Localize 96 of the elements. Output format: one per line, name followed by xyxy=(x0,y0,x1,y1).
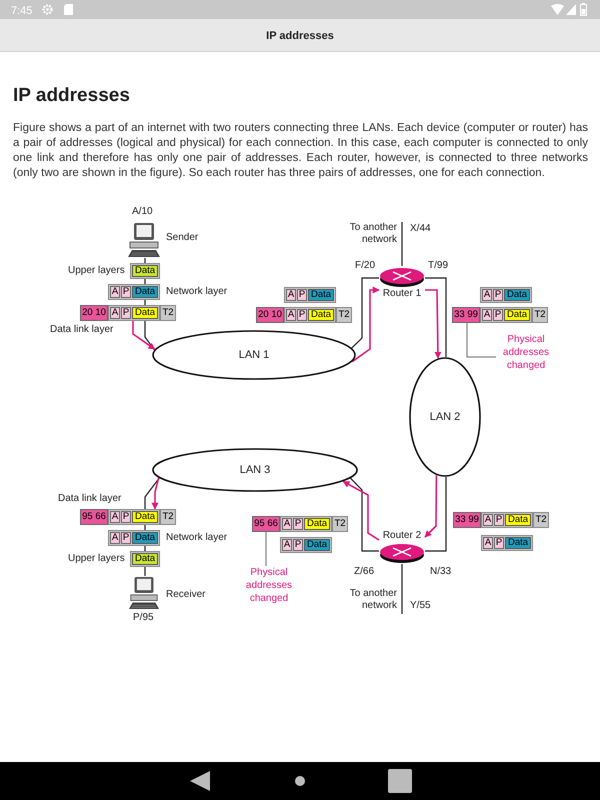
address-cell: 20 10 xyxy=(80,305,108,321)
address-cell: 33 99 xyxy=(453,512,481,528)
computer-icon xyxy=(126,576,162,610)
trailer-cell: T2 xyxy=(532,307,548,323)
trailer-cell: T2 xyxy=(336,307,352,323)
data-cell: Data xyxy=(505,514,531,526)
header-cell: A xyxy=(483,537,493,549)
link-line xyxy=(425,277,447,357)
header-cell: P xyxy=(297,309,307,321)
annotation-label: Sender xyxy=(166,232,198,244)
header-cell: P xyxy=(494,514,504,526)
data-cell: Data xyxy=(132,511,158,523)
data-cell: Data xyxy=(504,289,530,301)
annotation-label: F/20 xyxy=(355,260,376,272)
flow-arrow xyxy=(152,478,160,510)
link-line xyxy=(401,564,403,614)
trailer-cell: T2 xyxy=(533,512,549,528)
flow-arrow xyxy=(424,475,438,538)
header-cell: A xyxy=(110,307,120,319)
computer-icon xyxy=(126,222,162,258)
data-cell: Data xyxy=(132,553,158,565)
header-cell: P xyxy=(121,286,131,298)
header-cell: A xyxy=(286,309,296,321)
link-line xyxy=(401,222,403,266)
data-cell: Data xyxy=(505,537,531,549)
flow-arrow xyxy=(342,480,380,541)
annotation-label: N/33 xyxy=(430,566,452,578)
annotation-label: P/95 xyxy=(133,612,154,624)
annotation-label: Receiver xyxy=(166,589,206,601)
data-cell: Data xyxy=(132,307,158,319)
page-heading: IP addresses xyxy=(13,84,130,108)
lan-label: LAN 2 xyxy=(430,410,460,425)
header-cell: P xyxy=(121,307,131,319)
header-cell: A xyxy=(282,539,292,551)
body-paragraph: Figure shows a part of an internet with two routers connecting three LANs. Each device (computer or router) has a pair of addresses (logical and physical) for each connection. In this case, each computer is connected to only one link and therefore has only one pair of addresses. Each router, however, is connected to three networks (only two are shown in the figure). So each router has three pairs of addresses, one for each connection. xyxy=(13,121,588,181)
router-label: Router 1 xyxy=(382,288,422,300)
annotation-label: X/44 xyxy=(410,223,431,235)
address-cell: 33 99 xyxy=(452,307,480,323)
header-cell: P xyxy=(293,518,303,530)
leader-line xyxy=(466,323,496,358)
data-cell: Data xyxy=(132,286,158,298)
flow-arrow xyxy=(425,289,442,359)
app-bar-title: IP addresses xyxy=(265,29,335,44)
trailer-cell: T2 xyxy=(160,509,176,525)
header-cell: P xyxy=(297,289,307,301)
header-cell: P xyxy=(493,289,503,301)
header-cell: A xyxy=(110,511,120,523)
data-cell: Data xyxy=(504,309,530,321)
header-cell: A xyxy=(110,286,120,298)
annotation-label: Network layer xyxy=(166,286,228,298)
annotation-label: To another network xyxy=(346,222,402,246)
header-cell: P xyxy=(493,309,503,321)
flow-arrow xyxy=(352,286,380,362)
header-cell: P xyxy=(494,537,504,549)
data-cell: Data xyxy=(308,309,334,321)
link-line xyxy=(350,478,379,552)
annotation-label: Upper layers xyxy=(68,553,125,565)
header-cell: P xyxy=(121,532,131,544)
annotation-label: T/99 xyxy=(428,260,448,272)
leader-line xyxy=(265,532,267,566)
address-cell: 20 10 xyxy=(256,307,284,323)
router-label: Router 2 xyxy=(382,530,422,542)
lan-label: LAN 1 xyxy=(238,348,270,363)
header-cell: P xyxy=(121,511,131,523)
annotation-label: Data link layer xyxy=(58,493,122,505)
annotation-label: To another network xyxy=(346,588,402,612)
lan-label: LAN 3 xyxy=(240,462,270,478)
link-line xyxy=(144,478,160,509)
address-cell: 95 66 xyxy=(80,509,108,525)
link-line xyxy=(425,477,447,552)
annotation-label: Data link layer xyxy=(50,324,114,336)
annotation-label: A/10 xyxy=(132,206,153,218)
callout-text: Physical addresses changed xyxy=(239,566,299,605)
header-cell: A xyxy=(483,514,493,526)
link-line xyxy=(351,277,379,348)
data-cell: Data xyxy=(304,518,330,530)
header-cell: A xyxy=(110,532,120,544)
trailer-cell: T2 xyxy=(332,516,348,532)
header-cell: P xyxy=(293,539,303,551)
link-line xyxy=(144,321,155,350)
annotation-label: Upper layers xyxy=(68,265,125,277)
address-cell: 95 66 xyxy=(252,516,280,532)
header-cell: A xyxy=(482,289,492,301)
header-cell: A xyxy=(282,518,292,530)
annotation-label: Y/55 xyxy=(410,600,431,612)
data-cell: Data xyxy=(132,532,158,544)
annotation-label: Z/66 xyxy=(354,566,374,578)
data-cell: Data xyxy=(132,265,158,277)
trailer-cell: T2 xyxy=(160,305,176,321)
data-cell: Data xyxy=(308,289,334,301)
header-cell: A xyxy=(482,309,492,321)
flow-arrow xyxy=(132,321,156,350)
annotation-label: Network layer xyxy=(166,532,228,544)
header-cell: A xyxy=(286,289,296,301)
callout-text: Physical addresses changed xyxy=(496,333,556,372)
data-cell: Data xyxy=(304,539,330,551)
